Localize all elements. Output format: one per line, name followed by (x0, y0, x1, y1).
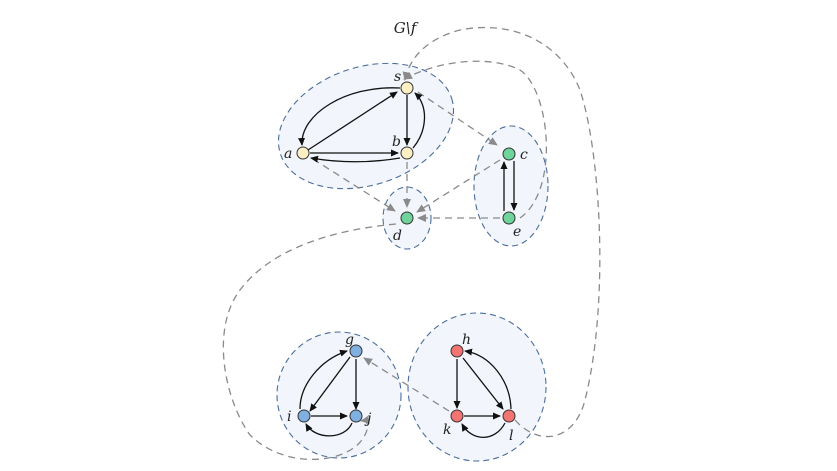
dashed-edge-s-c (417, 91, 498, 146)
node-d (400, 211, 414, 225)
edge-b-a (310, 155, 401, 163)
node-labels: s a b c d e g i j h k l (284, 69, 528, 444)
edge-h-l (462, 357, 504, 410)
label-h: h (462, 332, 471, 348)
node-l (502, 409, 516, 423)
node-a (296, 146, 310, 160)
label-s: s (394, 69, 401, 85)
cluster-sab (277, 62, 455, 190)
label-i: i (287, 409, 291, 425)
dashed-edge-c-d (416, 159, 501, 213)
edge-s-a (298, 87, 401, 146)
edge-i-g (299, 349, 348, 410)
label-b: b (392, 134, 401, 150)
dashed-edge-e-s (403, 60, 547, 219)
cluster-ce (473, 125, 549, 247)
node-c (502, 147, 516, 161)
label-e: e (513, 224, 521, 240)
edge-l-k (461, 422, 506, 438)
edge-g-i (309, 356, 351, 412)
node-h (450, 344, 464, 358)
dashed-edge-a-d (312, 158, 396, 212)
label-d: d (393, 228, 402, 244)
edge-b-s (412, 92, 426, 149)
label-j: j (364, 411, 372, 427)
cluster-hkl (407, 312, 547, 462)
dashed-edges (222, 26, 601, 461)
dashed-edge-k-g (363, 357, 450, 412)
label-c: c (520, 147, 528, 163)
node-s (400, 81, 414, 95)
label-g: g (345, 332, 354, 348)
graph-title: G\f (394, 19, 419, 37)
edge-j-i (305, 422, 353, 437)
node-b (400, 146, 414, 160)
node-j (349, 409, 363, 423)
edge-a-s (307, 91, 398, 151)
dashed-edge-l-e (402, 26, 601, 438)
node-e (502, 211, 516, 225)
node-k (450, 409, 464, 423)
label-k: k (443, 422, 451, 438)
clusters (276, 62, 549, 462)
solid-edges (298, 87, 518, 438)
cluster-gij (276, 331, 402, 459)
dashed-edge-d-j (222, 223, 397, 461)
edge-l-h (464, 348, 512, 410)
node-g (349, 344, 363, 358)
node-i (297, 409, 311, 423)
label-l: l (509, 428, 513, 444)
nodes (296, 81, 516, 423)
label-a: a (284, 146, 292, 162)
